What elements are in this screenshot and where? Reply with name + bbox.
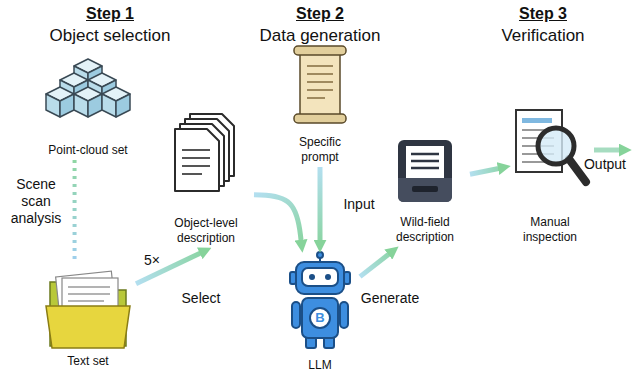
inspection-icon: [516, 110, 586, 182]
edge-label: Select: [176, 290, 226, 307]
robot-icon: [290, 252, 350, 348]
label-text: Data generation: [240, 26, 400, 46]
icon-node: Object-level description: [158, 108, 254, 248]
label-text: Object selection: [30, 26, 190, 46]
edge-label: Input: [334, 196, 384, 213]
folder-icon: [46, 271, 130, 348]
output-arrow: [594, 148, 622, 153]
node-caption: Manual inspection: [510, 215, 590, 245]
flow-arrow: [318, 167, 323, 243]
edge-label: Scene scan analysis: [6, 176, 66, 226]
label-text: Step 1: [30, 4, 190, 23]
label-text: Step 2: [240, 4, 400, 23]
label-text: Output: [578, 156, 632, 173]
node-caption: Wild-field description: [380, 215, 470, 245]
flow-arrow: [254, 195, 301, 243]
icon-node: Specific prompt: [285, 40, 355, 167]
flow-arrow: [470, 168, 501, 174]
icon-node: Point-cloud set: [40, 55, 136, 160]
flow-arrow: [360, 253, 391, 277]
flow-arrow: [136, 252, 203, 284]
label-text: Step 3: [463, 4, 623, 23]
scroll-icon: [294, 46, 346, 123]
node-caption: Specific prompt: [285, 135, 355, 165]
label-text: 5×: [136, 252, 168, 269]
edge-label: Generate: [354, 290, 426, 307]
inbox-icon: [398, 140, 452, 202]
node-caption: Text set: [40, 354, 136, 369]
label-text: B: [312, 309, 328, 327]
point-cloud-icon: [46, 59, 130, 117]
icon-node: Text set: [40, 262, 136, 371]
document-stack-icon: [175, 114, 234, 191]
label-text: Verification: [463, 26, 623, 46]
icon-node: Manual inspection: [510, 100, 590, 247]
node-caption: LLM: [280, 358, 360, 373]
icon-node: Wild-field description: [380, 135, 470, 247]
flow-arrow: [73, 160, 77, 262]
node-caption: Object-level description: [158, 216, 254, 246]
node-caption: Point-cloud set: [40, 143, 136, 158]
